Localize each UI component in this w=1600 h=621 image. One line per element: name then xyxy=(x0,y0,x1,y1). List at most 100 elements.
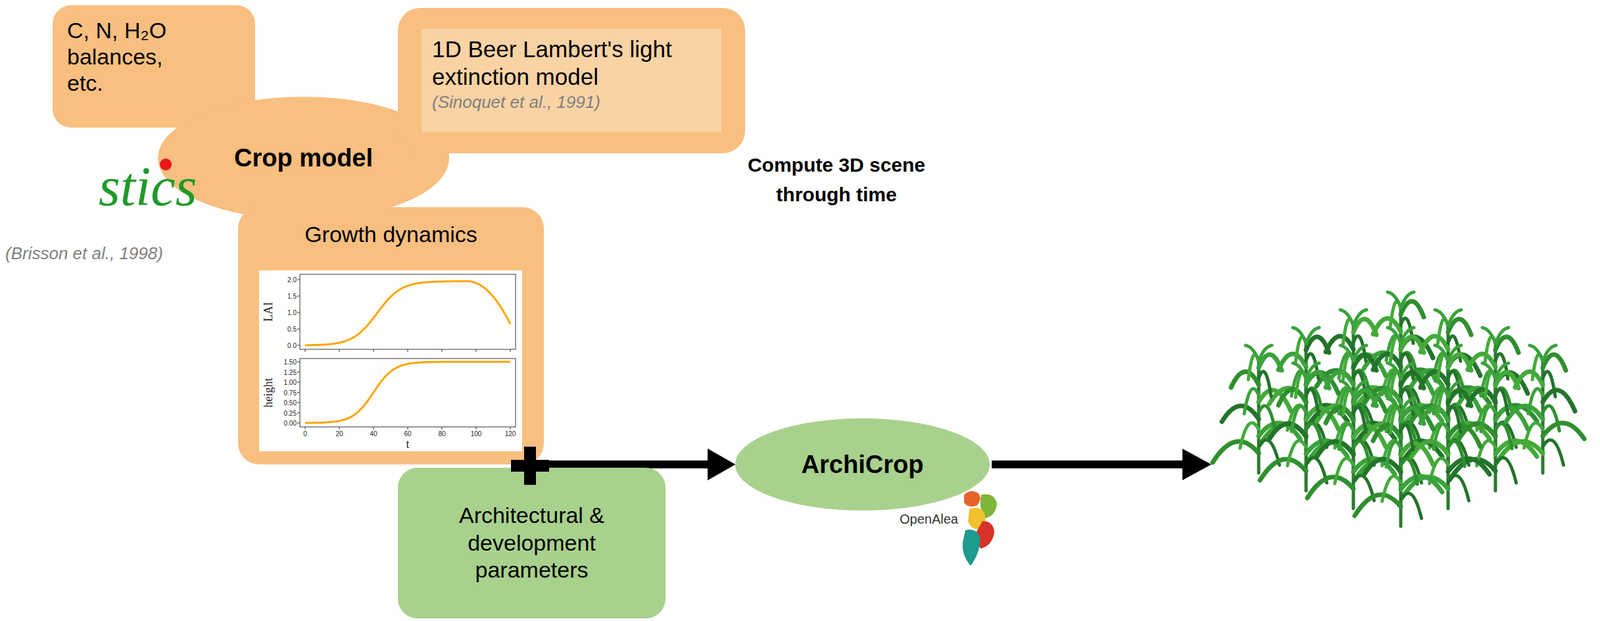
plant-leaf xyxy=(1353,407,1366,433)
citation: (Brisson et al., 1998) xyxy=(5,243,164,264)
logo-piece xyxy=(962,529,980,566)
node-note: (Sinoquet et al., 1991) xyxy=(432,92,711,113)
plot-frame xyxy=(299,274,516,350)
tick-mark xyxy=(339,426,340,430)
plant-leaf xyxy=(1480,406,1496,432)
tick-mark xyxy=(441,349,443,352)
plant-top xyxy=(1529,345,1556,362)
arrow-head xyxy=(707,448,736,481)
tick-mark xyxy=(441,426,443,430)
tick-mark xyxy=(297,371,300,373)
tick-mark xyxy=(297,412,300,413)
plant-leaf xyxy=(1495,389,1508,415)
axis-label: t xyxy=(405,437,410,452)
tick-mark xyxy=(297,402,300,404)
plant-leaf xyxy=(1448,458,1490,475)
logo-piece xyxy=(968,507,986,530)
tick-label: 0.00 xyxy=(284,419,297,427)
tick-label: 0.75 xyxy=(284,388,297,396)
tick-mark xyxy=(297,295,300,297)
tick-label: 1.5 xyxy=(287,292,297,300)
tick-label: 2.0 xyxy=(287,276,297,284)
tick-mark xyxy=(297,312,300,314)
tick-mark xyxy=(297,328,300,330)
plant-top xyxy=(1387,327,1414,344)
tick-mark xyxy=(297,422,300,424)
crop-canopy xyxy=(1212,291,1585,527)
plant-leaf xyxy=(1400,424,1414,450)
plant-leaf xyxy=(1400,459,1418,485)
inner-panel: 1D Beer Lambert's light extinction model… xyxy=(421,28,722,133)
plant-leaf xyxy=(1307,476,1354,498)
plant-top xyxy=(1340,380,1367,397)
plant-leaf xyxy=(1278,389,1307,406)
plant-leaf xyxy=(1373,424,1401,441)
openalea-logo xyxy=(962,490,997,566)
plant-top xyxy=(1292,363,1320,379)
node-title: Growth dynamics xyxy=(238,207,544,248)
plant-leaf xyxy=(1354,494,1401,516)
tick-mark xyxy=(476,426,477,430)
plant-leaf xyxy=(1291,406,1307,432)
plant-top xyxy=(1434,345,1462,362)
plant-top xyxy=(1434,380,1462,397)
tick-mark xyxy=(476,349,477,352)
tick-mark xyxy=(297,361,300,363)
plant-leaf xyxy=(1338,424,1354,450)
logo-piece xyxy=(980,493,997,519)
tick-mark xyxy=(407,349,409,352)
plant-leaf xyxy=(1495,423,1512,449)
logo-text: OpenAlea xyxy=(899,511,959,527)
plant-leaf xyxy=(1306,389,1319,415)
plant-top xyxy=(1245,345,1272,362)
plant-leaf xyxy=(1400,443,1433,465)
plant-leaf xyxy=(1258,405,1276,431)
plant-leaf xyxy=(1542,422,1585,439)
tick-mark xyxy=(297,391,300,393)
output-arrow-shaft xyxy=(991,460,1184,469)
node-title: ArchiCrop xyxy=(801,450,924,479)
tick-mark xyxy=(339,349,340,352)
plant-leaf xyxy=(1448,425,1481,447)
plant-leaf xyxy=(1306,423,1323,449)
model-ellipse: ArchiCrop xyxy=(735,418,990,511)
chart-plot xyxy=(259,270,523,452)
plant-top xyxy=(1340,309,1367,326)
node-title: 1D Beer Lambert's light extinction model xyxy=(432,35,711,91)
plant-leaf xyxy=(1382,476,1401,502)
tick-label: 100 xyxy=(470,430,483,438)
plant-leaf xyxy=(1433,424,1449,450)
plant-leaf xyxy=(1353,441,1370,467)
stics-logo: stics xyxy=(98,156,197,218)
tick-mark xyxy=(297,345,300,346)
tick-label: 1.25 xyxy=(284,368,297,376)
tick-mark xyxy=(297,382,300,383)
tick-mark xyxy=(510,349,511,352)
plant-leaf xyxy=(1542,439,1564,465)
tick-label: 0.50 xyxy=(284,399,297,407)
plant-top xyxy=(1434,309,1462,326)
tick-label: 0.0 xyxy=(287,341,297,350)
tick-mark xyxy=(297,279,300,281)
tick-label: 60 xyxy=(403,430,412,438)
step-label: Compute 3D scene through time xyxy=(721,149,952,210)
tick-label: 20 xyxy=(335,430,343,438)
parameter-box: Architectural & development parameters xyxy=(397,467,666,619)
plant-leaf xyxy=(1400,493,1422,519)
axis-label: height xyxy=(261,378,276,408)
plant-top xyxy=(1387,363,1414,379)
plant-leaf xyxy=(1400,476,1443,492)
tick-mark xyxy=(373,426,375,430)
plant-leaf xyxy=(1260,459,1307,481)
plant-leaf xyxy=(1528,388,1543,414)
logo-piece xyxy=(975,520,995,549)
process-box: Growth dynamics LAI0.00.51.01.52.0height… xyxy=(238,207,544,465)
plant-leaf xyxy=(1448,441,1465,467)
growth-chart: LAI0.00.51.01.52.0height0.000.250.500.75… xyxy=(259,270,523,452)
plant-top xyxy=(1482,327,1509,344)
tick-label: 1.50 xyxy=(284,358,297,366)
tick-mark xyxy=(510,426,511,430)
plant-leaf xyxy=(1363,459,1401,475)
lai-curve xyxy=(305,281,511,346)
plant-leaf xyxy=(1221,405,1259,422)
